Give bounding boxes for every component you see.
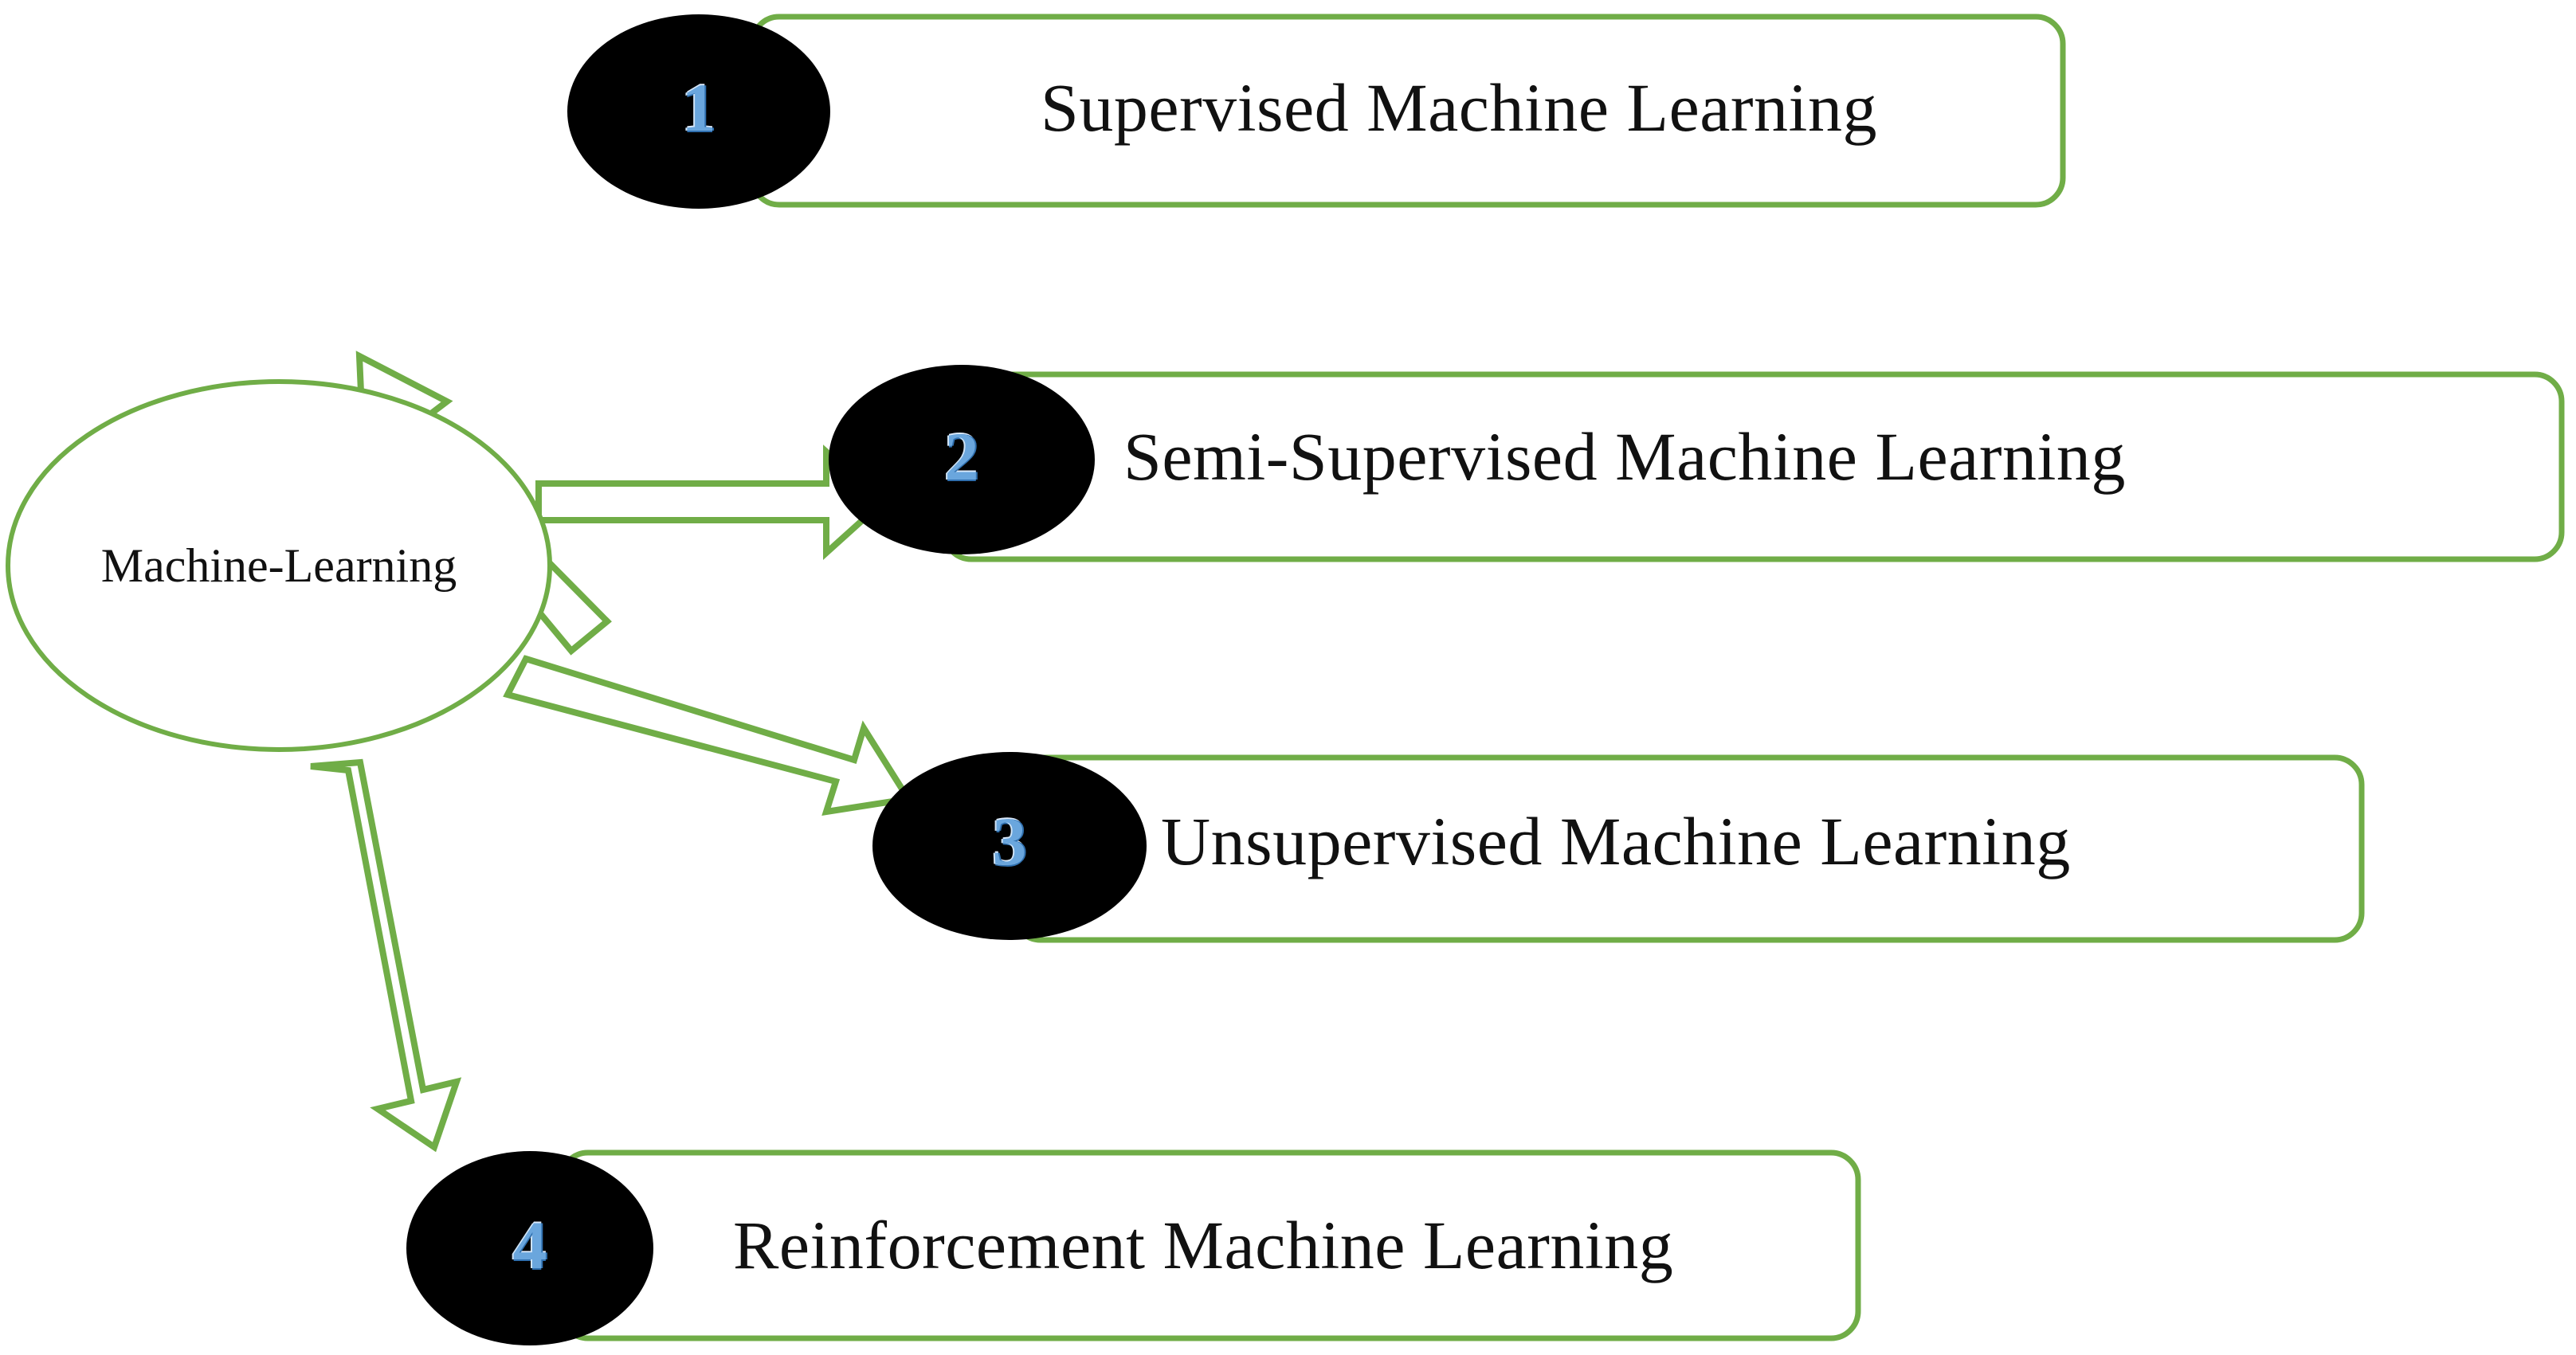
center-node-label: Machine-Learning	[100, 539, 457, 592]
arrow-down-icon	[310, 758, 462, 1153]
branch-1-number: 1	[681, 69, 716, 146]
branch-3-label: Unsupervised Machine Learning	[1161, 803, 2071, 879]
branch-4-badge[interactable]	[406, 1151, 653, 1345]
branch-2-number: 2	[944, 418, 979, 495]
center-node-ellipse[interactable]	[6, 379, 552, 752]
branch-2-badge[interactable]	[829, 365, 1095, 554]
arrow-right-icon	[535, 444, 888, 560]
branch-4-label: Reinforcement Machine Learning	[733, 1207, 1674, 1283]
branch-3-number: 3	[992, 803, 1027, 879]
branch-2-label: Semi-Supervised Machine Learning	[1123, 418, 2126, 495]
branch-1-label: Supervised Machine Learning	[1041, 69, 1877, 146]
branch-3-badge[interactable]	[872, 752, 1147, 940]
arrow-down-right-icon	[503, 655, 914, 816]
branch-1-badge[interactable]	[567, 14, 830, 209]
branch-4-number: 4	[512, 1207, 547, 1283]
